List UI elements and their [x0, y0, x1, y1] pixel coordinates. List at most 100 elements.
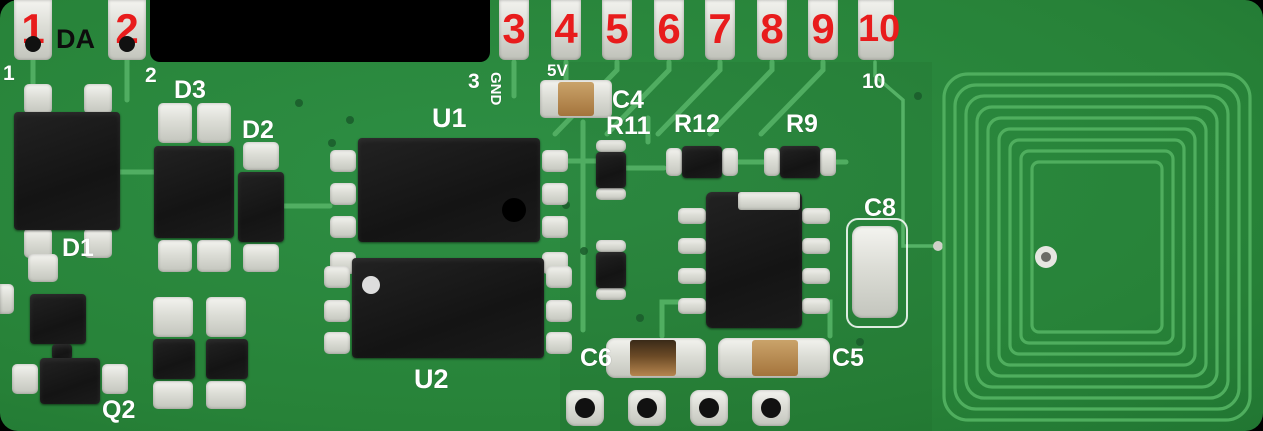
- r11-pad: [596, 140, 626, 152]
- pin-9-red-label: 9: [811, 5, 835, 52]
- component-u1-body: [358, 138, 540, 242]
- u1-pad: [542, 183, 568, 205]
- component-soic-body: [706, 192, 802, 328]
- soic-pin: [802, 268, 830, 284]
- label-d1: D1: [62, 234, 94, 262]
- 5v-label: 5V: [547, 61, 568, 80]
- u1-pad: [330, 216, 356, 238]
- r-pad: [596, 288, 626, 300]
- pin-8-red-label: 8: [760, 5, 784, 52]
- r9-body: [780, 146, 820, 178]
- pin-6-red-label: 6: [657, 5, 681, 52]
- r11-pad: [596, 188, 626, 200]
- u1-pad: [542, 216, 568, 238]
- pin-7-red-label: 7: [708, 5, 732, 52]
- u2-pad: [546, 332, 572, 354]
- label-q2: Q2: [102, 396, 136, 424]
- pin-1-hole: [25, 36, 41, 52]
- label-c8: C8: [864, 194, 896, 222]
- bottom-hole: [637, 398, 657, 418]
- q2-lead: [52, 344, 72, 360]
- pin-pad-6: 6: [654, 0, 684, 60]
- r12-pad: [722, 148, 738, 176]
- component-q2-body: [30, 294, 86, 344]
- u1-pin1-dot: [502, 198, 526, 222]
- da-label: DA: [56, 24, 95, 54]
- label-c6: C6: [580, 344, 612, 372]
- r12-body: [682, 146, 722, 178]
- cap-pad: [206, 297, 246, 337]
- silk-pin-10: 10: [862, 70, 886, 93]
- soic-solder-top: [738, 192, 800, 210]
- c8-body: [852, 226, 898, 318]
- pin-4-red-label: 4: [554, 5, 578, 52]
- label-d2: D2: [242, 116, 274, 144]
- d1-pad: [84, 228, 112, 258]
- u2-pad: [324, 266, 350, 288]
- bottom-hole: [699, 398, 719, 418]
- soic-pin: [678, 208, 706, 224]
- pin-pad-7: 7: [705, 0, 735, 60]
- bottom-hole: [761, 398, 781, 418]
- d3-pad: [158, 103, 192, 143]
- cap-body: [206, 339, 248, 379]
- r-body: [596, 252, 626, 288]
- component-d2-body: [238, 172, 284, 242]
- label-r12: R12: [674, 110, 720, 138]
- label-r11: R11: [606, 112, 651, 140]
- d1-pad: [24, 84, 52, 114]
- u2-pad: [546, 266, 572, 288]
- label-r9: R9: [786, 110, 818, 138]
- u2-pad: [324, 332, 350, 354]
- r-pad: [596, 240, 626, 252]
- pin-pad-5: 5: [602, 0, 632, 60]
- pin-3-red-label: 3: [502, 5, 526, 52]
- d2-pad: [243, 142, 279, 170]
- soic-pin: [802, 208, 830, 224]
- cap-pad: [153, 297, 193, 337]
- q2-pad: [102, 364, 128, 394]
- label-c5: C5: [832, 344, 864, 372]
- d2-pad: [243, 244, 279, 272]
- gnd-label: GND: [487, 72, 504, 106]
- label-u2: U2: [414, 364, 449, 394]
- u1-pad: [330, 183, 356, 205]
- pin-pad-10: 10: [858, 0, 901, 60]
- u1-pad: [542, 150, 568, 172]
- pin-2-hole: [119, 36, 135, 52]
- component-u2-body: [352, 258, 544, 358]
- soic-pin: [678, 298, 706, 314]
- d3-pad: [197, 103, 231, 143]
- u2-pad: [324, 300, 350, 322]
- soic-pin: [802, 298, 830, 314]
- q2-pad: [28, 254, 58, 282]
- r11-body: [596, 152, 626, 188]
- cap-pad: [153, 381, 193, 409]
- component-d3-body: [154, 146, 234, 238]
- silk-pin-2: 2: [145, 64, 157, 87]
- component-d1-body: [14, 112, 120, 230]
- pin-pad-3: 3: [499, 0, 529, 60]
- pin-pad-8: 8: [757, 0, 787, 60]
- silk-pin-3: 3: [468, 70, 480, 93]
- c5-body: [752, 340, 798, 376]
- c4-body: [558, 82, 594, 116]
- soic-pin: [678, 268, 706, 284]
- d1-pad: [84, 84, 112, 114]
- u2-pad: [546, 300, 572, 322]
- soic-pin: [802, 238, 830, 254]
- c6-body: [630, 340, 676, 376]
- label-c4: C4: [612, 86, 644, 114]
- soic-pin: [678, 238, 706, 254]
- component-q2-body2: [40, 358, 100, 404]
- pin-5-red-label: 5: [605, 5, 629, 52]
- d3-pad: [158, 240, 192, 272]
- d3-pad: [197, 240, 231, 272]
- label-d3: D3: [174, 76, 206, 104]
- board-top-notch: [150, 0, 490, 62]
- pin-10-red-label: 10: [858, 8, 901, 50]
- u2-pin1-dot: [362, 276, 380, 294]
- bottom-hole: [575, 398, 595, 418]
- r9-pad: [764, 148, 780, 176]
